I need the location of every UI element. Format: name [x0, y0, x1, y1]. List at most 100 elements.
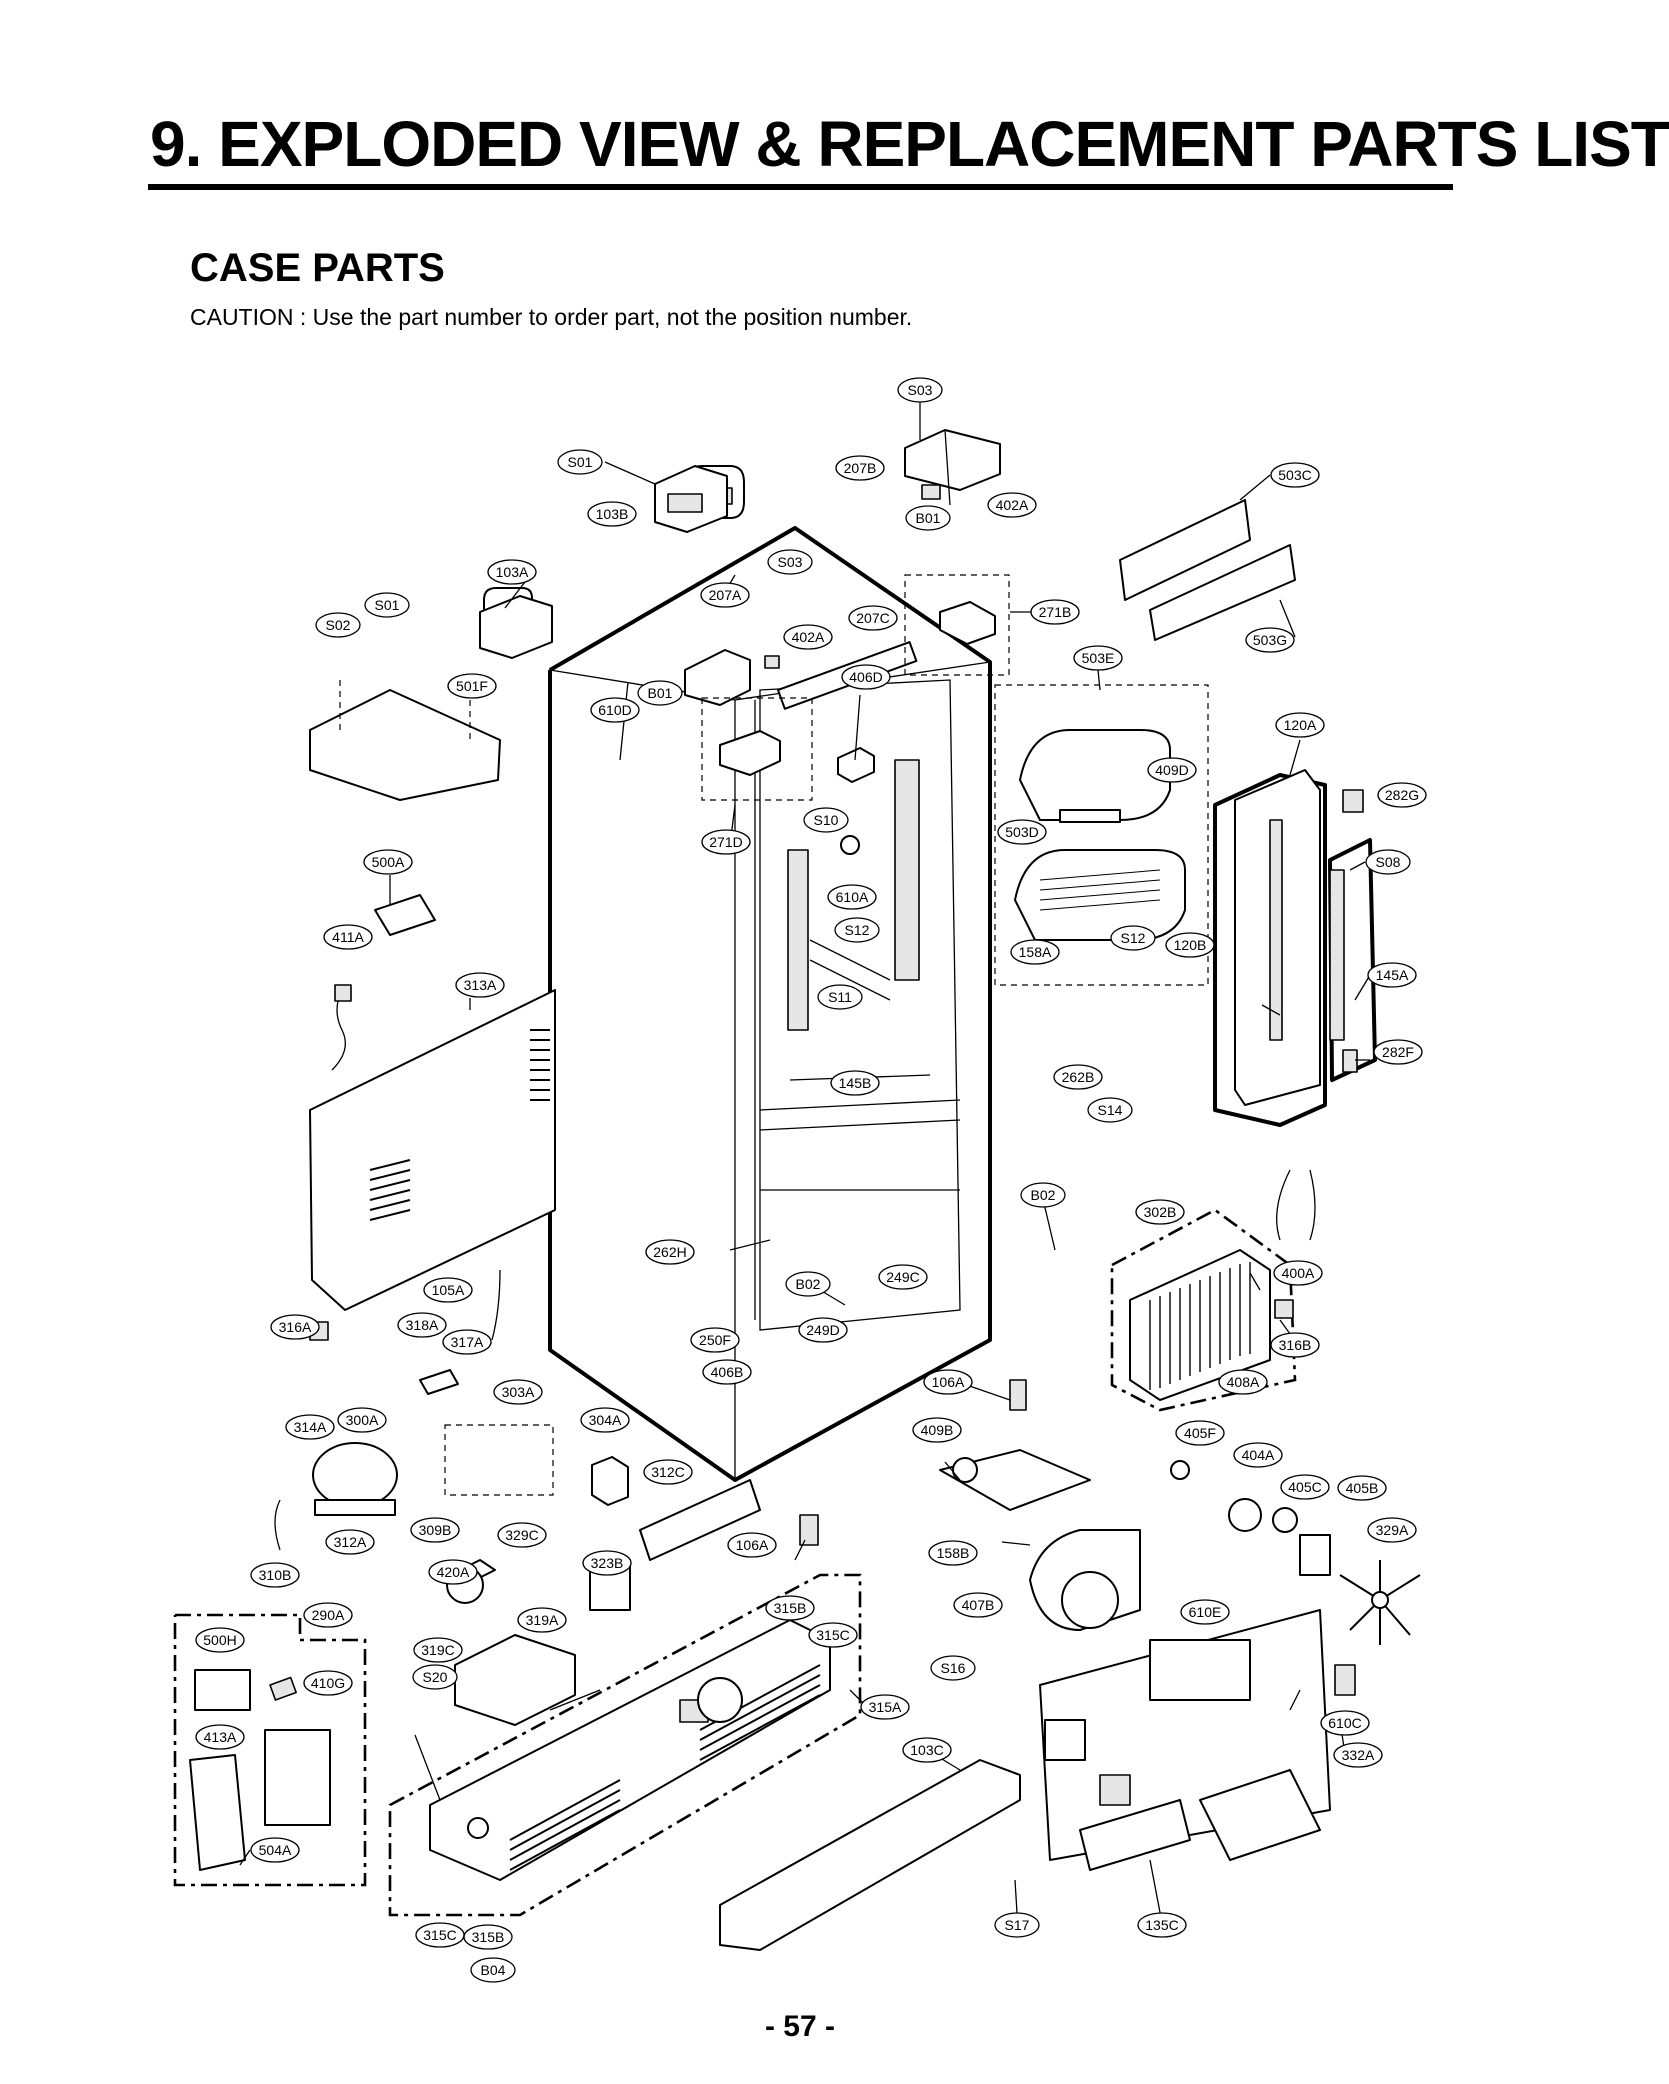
- callout-282f: 282F: [1373, 1039, 1423, 1065]
- callout-501f: 501F: [447, 673, 497, 699]
- svg-text:317A: 317A: [451, 1334, 484, 1350]
- svg-text:329C: 329C: [505, 1527, 538, 1543]
- callout-s17: S17: [994, 1912, 1040, 1938]
- svg-text:103C: 103C: [910, 1742, 943, 1758]
- callout-b04: B04: [470, 1957, 516, 1983]
- title-underline: [148, 184, 1453, 190]
- svg-text:249C: 249C: [886, 1269, 919, 1285]
- callout-s08: S08: [1365, 849, 1411, 875]
- callout-207c: 207C: [848, 605, 898, 631]
- callout-103a: 103A: [487, 559, 537, 585]
- callout-400a: 400A: [1273, 1260, 1323, 1286]
- callout-313a: 313A: [455, 972, 505, 998]
- svg-text:315C: 315C: [816, 1627, 849, 1643]
- page-number: - 57 -: [764, 2010, 836, 2043]
- callout-s11: S11: [817, 984, 863, 1010]
- callout-300a: 300A: [337, 1407, 387, 1433]
- svg-text:315C: 315C: [423, 1927, 456, 1943]
- callout-500h: 500H: [195, 1627, 245, 1653]
- callout-402a-mid: 402A: [783, 624, 833, 650]
- part-callouts: S03 S01 207B 402A 503C 103B B01 S03 103A…: [195, 377, 1427, 1983]
- svg-text:300A: 300A: [346, 1412, 379, 1428]
- callout-503d: 503D: [997, 819, 1047, 845]
- callout-503g: 503G: [1245, 627, 1295, 653]
- svg-text:409D: 409D: [1155, 762, 1188, 778]
- svg-text:145B: 145B: [839, 1075, 872, 1091]
- hinge-cover-parts: [479, 465, 728, 659]
- callout-315b-bottom: 315B: [463, 1924, 513, 1950]
- base-plate-assembly: [388, 1573, 862, 1917]
- callout-135c: 135C: [1137, 1912, 1187, 1938]
- svg-text:410G: 410G: [311, 1675, 345, 1691]
- callout-s16: S16: [930, 1655, 976, 1681]
- svg-text:406B: 406B: [711, 1364, 744, 1380]
- svg-text:315B: 315B: [774, 1600, 807, 1616]
- callout-504a: 504A: [250, 1837, 300, 1863]
- svg-text:503D: 503D: [1005, 824, 1038, 840]
- svg-text:402A: 402A: [996, 497, 1029, 513]
- callout-411a: 411A: [323, 924, 373, 950]
- callout-410g: 410G: [303, 1670, 353, 1696]
- machine-cover-parts: [719, 1609, 1356, 1951]
- callout-158a: 158A: [1010, 939, 1060, 965]
- svg-text:S03: S03: [908, 382, 933, 398]
- svg-text:309B: 309B: [419, 1522, 452, 1538]
- callout-409d: 409D: [1147, 757, 1197, 783]
- svg-text:315B: 315B: [472, 1929, 505, 1945]
- svg-text:310B: 310B: [259, 1567, 292, 1583]
- callout-405f: 405F: [1175, 1420, 1225, 1446]
- svg-text:282F: 282F: [1382, 1044, 1414, 1060]
- svg-text:302B: 302B: [1144, 1204, 1177, 1220]
- callout-310b: 310B: [250, 1562, 300, 1588]
- svg-text:405F: 405F: [1184, 1425, 1216, 1441]
- svg-text:503C: 503C: [1278, 467, 1311, 483]
- callout-249c: 249C: [878, 1264, 928, 1290]
- svg-text:103A: 103A: [496, 564, 529, 580]
- callout-420a: 420A: [428, 1559, 478, 1585]
- svg-text:409B: 409B: [921, 1422, 954, 1438]
- callout-290a: 290A: [303, 1602, 353, 1628]
- callout-105a: 105A: [423, 1277, 473, 1303]
- callout-271b: 271B: [1030, 599, 1080, 625]
- machine-room-parts: [446, 1379, 1421, 1726]
- svg-text:S11: S11: [828, 989, 852, 1005]
- callout-282g: 282G: [1377, 782, 1427, 808]
- svg-text:290A: 290A: [312, 1607, 345, 1623]
- callout-120a: 120A: [1275, 712, 1325, 738]
- svg-text:B02: B02: [1031, 1187, 1056, 1203]
- svg-text:405C: 405C: [1288, 1479, 1321, 1495]
- callout-610a: 610A: [827, 884, 877, 910]
- callout-317a: 317A: [442, 1329, 492, 1355]
- svg-text:S12: S12: [1121, 930, 1146, 946]
- svg-text:158A: 158A: [1019, 944, 1052, 960]
- callout-409b: 409B: [912, 1417, 962, 1443]
- callout-309b: 309B: [410, 1517, 460, 1543]
- callout-503c: 503C: [1270, 462, 1320, 488]
- svg-text:S01: S01: [375, 597, 400, 613]
- callout-302b: 302B: [1135, 1199, 1185, 1225]
- callout-262h: 262H: [645, 1239, 695, 1265]
- svg-text:106A: 106A: [736, 1537, 769, 1553]
- svg-text:610D: 610D: [598, 702, 631, 718]
- callout-319c: 319C: [413, 1637, 463, 1663]
- svg-text:500A: 500A: [372, 854, 405, 870]
- callout-332a: 332A: [1333, 1742, 1383, 1768]
- svg-text:315A: 315A: [869, 1699, 902, 1715]
- svg-text:501F: 501F: [456, 678, 488, 694]
- svg-text:S14: S14: [1098, 1102, 1123, 1118]
- callout-408a: 408A: [1218, 1369, 1268, 1395]
- svg-text:610A: 610A: [836, 889, 869, 905]
- svg-text:406D: 406D: [849, 669, 882, 685]
- callout-s14: S14: [1087, 1097, 1133, 1123]
- svg-text:316B: 316B: [1279, 1337, 1312, 1353]
- callout-s03-mid: S03: [767, 549, 813, 575]
- callout-s10: S10: [803, 807, 849, 833]
- svg-text:262H: 262H: [653, 1244, 686, 1260]
- svg-text:312C: 312C: [651, 1464, 684, 1480]
- svg-text:106A: 106A: [932, 1374, 965, 1390]
- svg-text:207B: 207B: [844, 460, 877, 476]
- callout-s01-top: S01: [557, 449, 603, 475]
- svg-text:610C: 610C: [1328, 1715, 1361, 1731]
- svg-text:B01: B01: [916, 510, 941, 526]
- svg-text:420A: 420A: [437, 1564, 470, 1580]
